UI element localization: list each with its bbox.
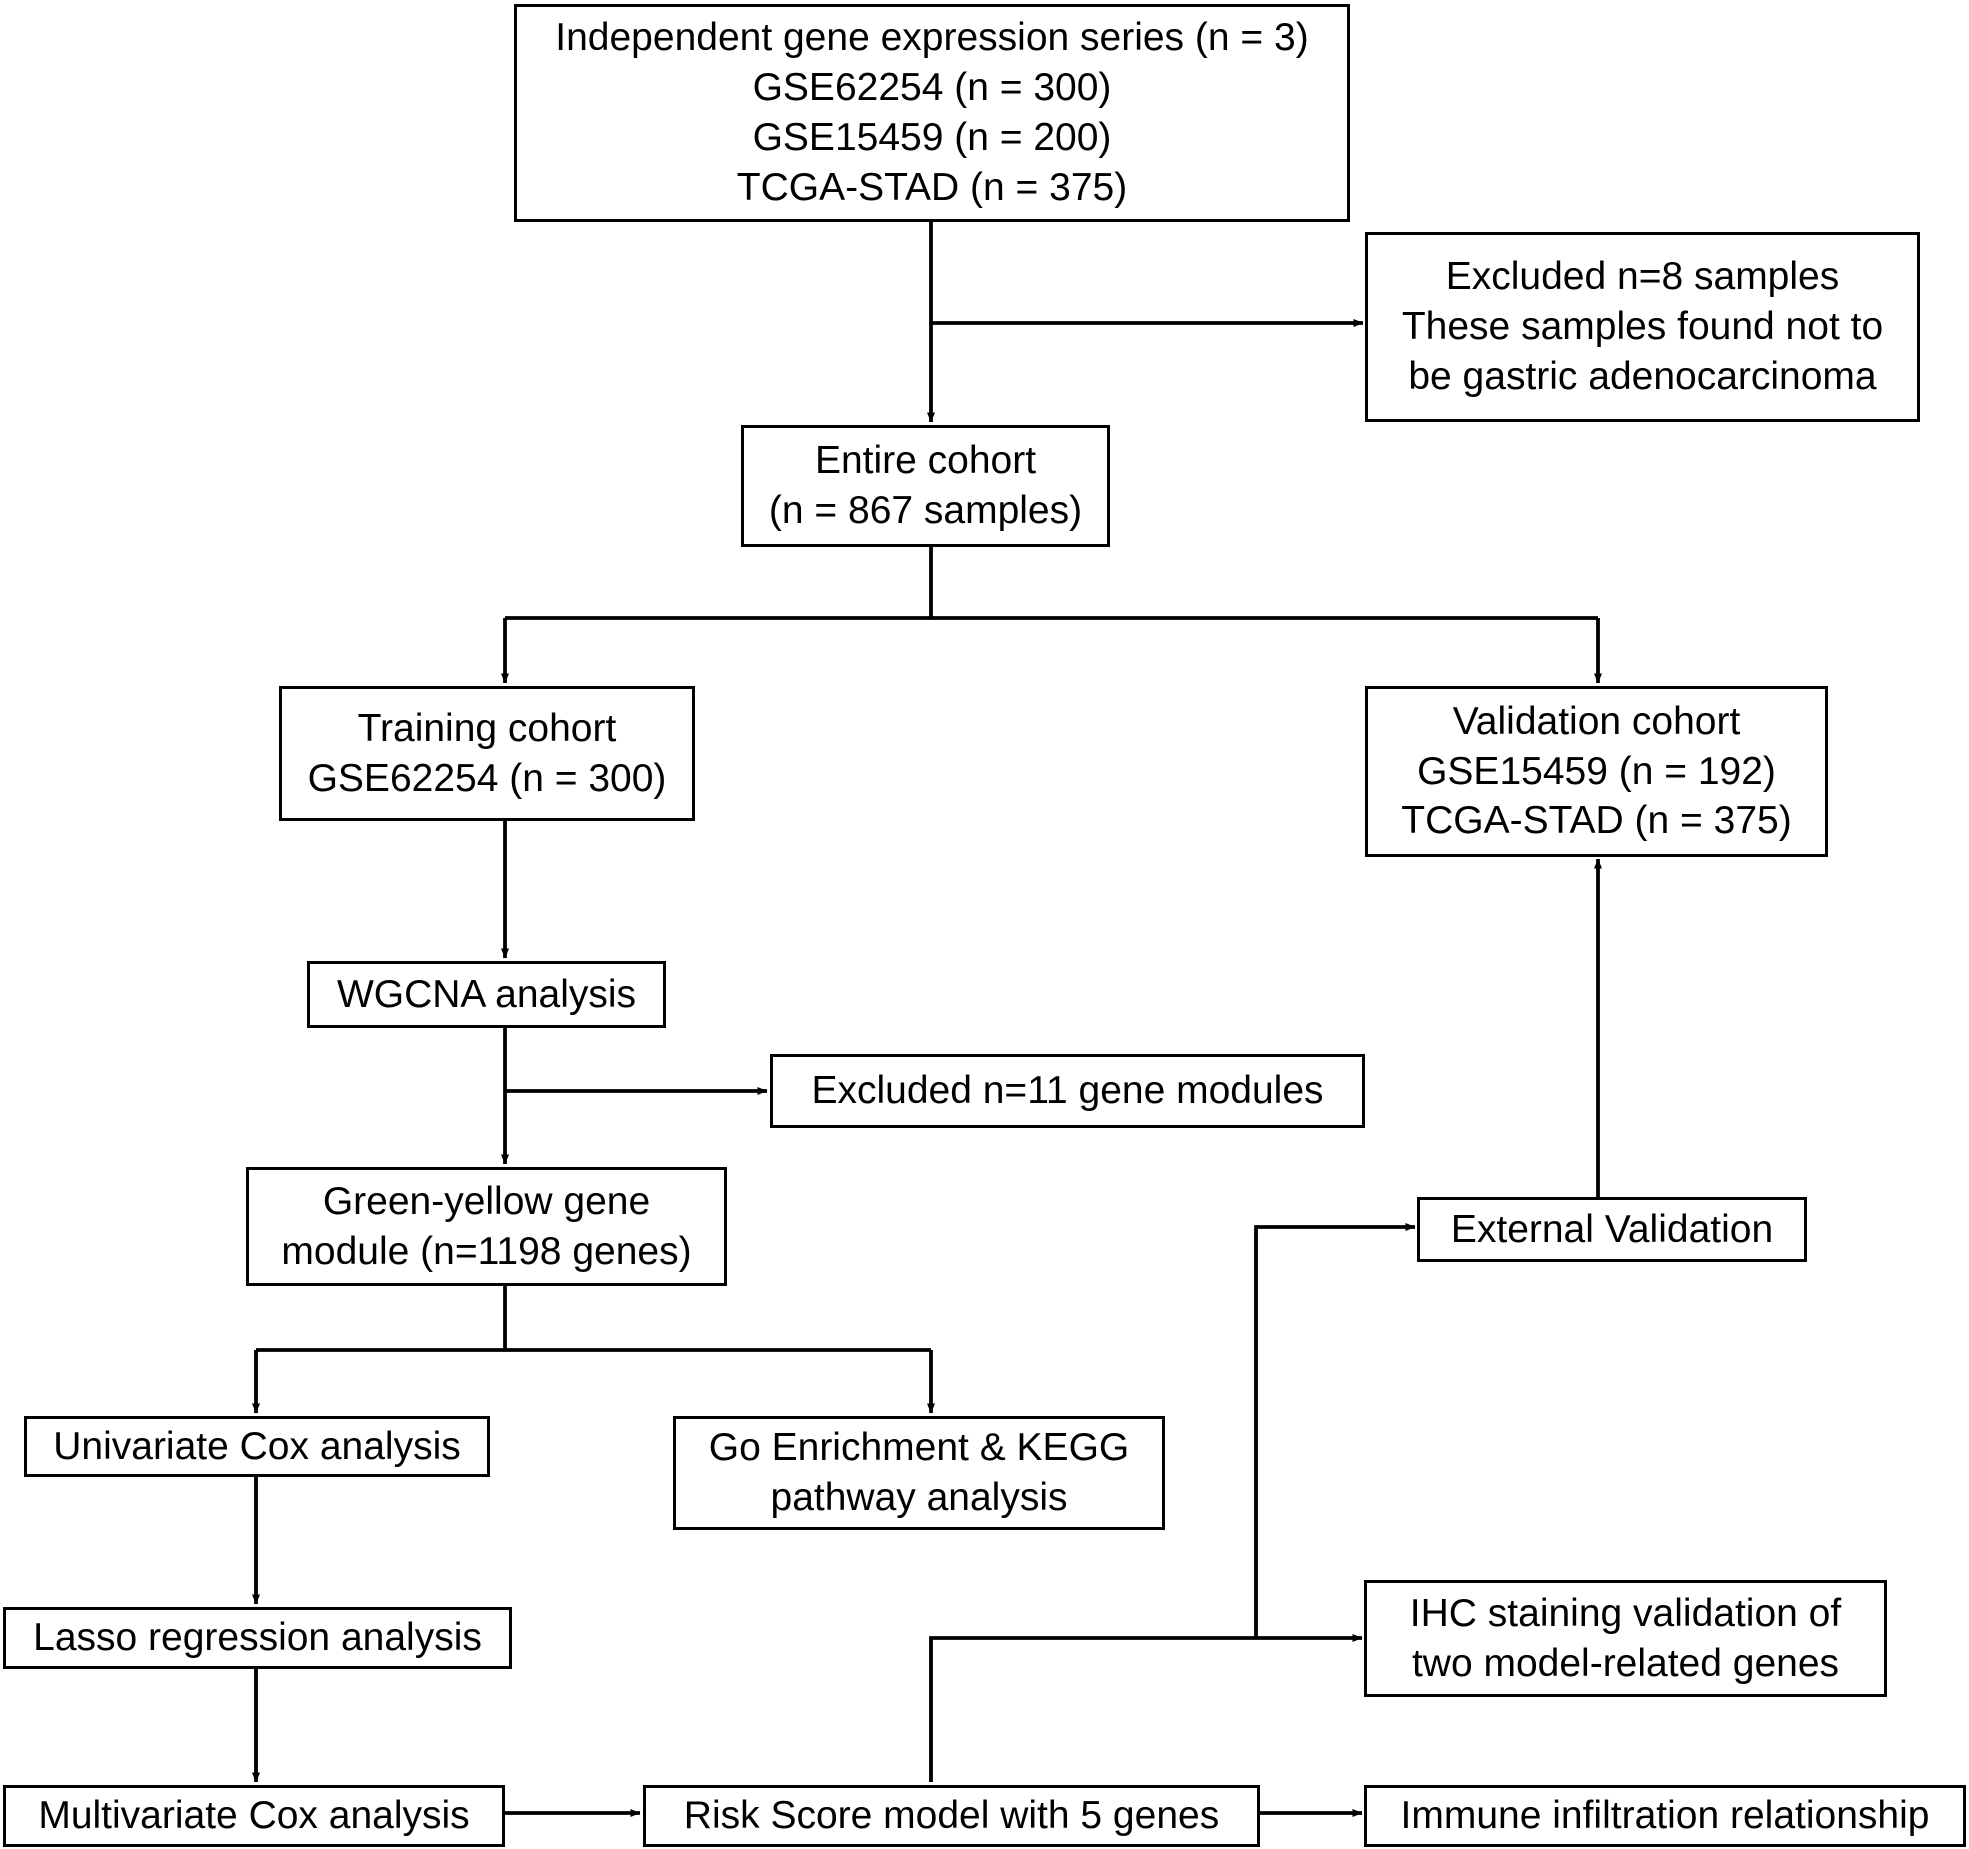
source-line-4: TCGA-STAD (n = 375) bbox=[736, 165, 1128, 209]
green-yellow-line-1: Green-yellow gene bbox=[322, 1179, 651, 1223]
entire-cohort-line-1: Entire cohort bbox=[814, 439, 1037, 483]
training-cohort-line-2: GSE62254 (n = 300) bbox=[307, 756, 667, 800]
excluded-samples-line-3: be gastric adenocarcinoma bbox=[1408, 354, 1877, 398]
univariate-cox-box: Univariate Cox analysis bbox=[24, 1416, 490, 1477]
validation-cohort-box: Validation cohort GSE15459 (n = 192) TCG… bbox=[1365, 686, 1828, 857]
green-yellow-module-box: Green-yellow gene module (n=1198 genes) bbox=[246, 1167, 727, 1286]
risk-score-label: Risk Score model with 5 genes bbox=[683, 1794, 1220, 1838]
excluded-samples-line-2: These samples found not to bbox=[1401, 305, 1884, 349]
excluded-modules-box: Excluded n=11 gene modules bbox=[770, 1054, 1365, 1128]
excluded-modules-label: Excluded n=11 gene modules bbox=[811, 1069, 1324, 1113]
wgcna-label: WGCNA analysis bbox=[336, 972, 637, 1016]
excluded-samples-line-1: Excluded n=8 samples bbox=[1445, 255, 1840, 299]
green-yellow-line-2: module (n=1198 genes) bbox=[281, 1229, 692, 1273]
lasso-regression-box: Lasso regression analysis bbox=[3, 1607, 512, 1669]
source-line-1: Independent gene expression series (n = … bbox=[555, 16, 1309, 60]
training-cohort-box: Training cohort GSE62254 (n = 300) bbox=[279, 686, 695, 821]
source-box: Independent gene expression series (n = … bbox=[514, 4, 1350, 222]
ihc-staining-line-2: two model-related genes bbox=[1411, 1641, 1840, 1685]
ihc-staining-line-1: IHC staining validation of bbox=[1409, 1591, 1842, 1635]
external-validation-label: External Validation bbox=[1450, 1207, 1774, 1251]
source-line-3: GSE15459 (n = 200) bbox=[752, 116, 1112, 159]
validation-cohort-line-2: GSE15459 (n = 192) bbox=[1417, 749, 1776, 793]
source-line-2: GSE62254 (n = 300) bbox=[752, 66, 1112, 110]
external-validation-box: External Validation bbox=[1417, 1197, 1807, 1262]
entire-cohort-box: Entire cohort (n = 867 samples) bbox=[741, 425, 1110, 547]
multivariate-cox-box: Multivariate Cox analysis bbox=[3, 1785, 505, 1847]
go-kegg-line-2: pathway analysis bbox=[770, 1476, 1068, 1519]
wgcna-box: WGCNA analysis bbox=[307, 961, 666, 1028]
excluded-samples-box: Excluded n=8 samples These samples found… bbox=[1365, 232, 1920, 422]
arrow-risk-to-ihc bbox=[929, 1634, 1363, 1782]
go-kegg-box: Go Enrichment & KEGG pathway analysis bbox=[673, 1416, 1165, 1530]
multivariate-cox-label: Multivariate Cox analysis bbox=[38, 1794, 470, 1838]
arrow-to-external-validation bbox=[1254, 1223, 1416, 1638]
immune-infiltration-box: Immune infiltration relationship bbox=[1364, 1785, 1966, 1847]
ihc-staining-box: IHC staining validation of two model-rel… bbox=[1364, 1580, 1887, 1697]
risk-score-box: Risk Score model with 5 genes bbox=[643, 1785, 1260, 1847]
validation-cohort-line-3: TCGA-STAD (n = 375) bbox=[1401, 799, 1792, 843]
univariate-cox-label: Univariate Cox analysis bbox=[53, 1424, 461, 1468]
validation-cohort-line-1: Validation cohort bbox=[1452, 699, 1741, 743]
immune-infiltration-label: Immune infiltration relationship bbox=[1400, 1794, 1930, 1838]
go-kegg-line-1: Go Enrichment & KEGG bbox=[708, 1426, 1130, 1470]
entire-cohort-line-2: (n = 867 samples) bbox=[768, 489, 1083, 532]
training-cohort-line-1: Training cohort bbox=[357, 706, 617, 750]
lasso-regression-label: Lasso regression analysis bbox=[33, 1616, 482, 1660]
